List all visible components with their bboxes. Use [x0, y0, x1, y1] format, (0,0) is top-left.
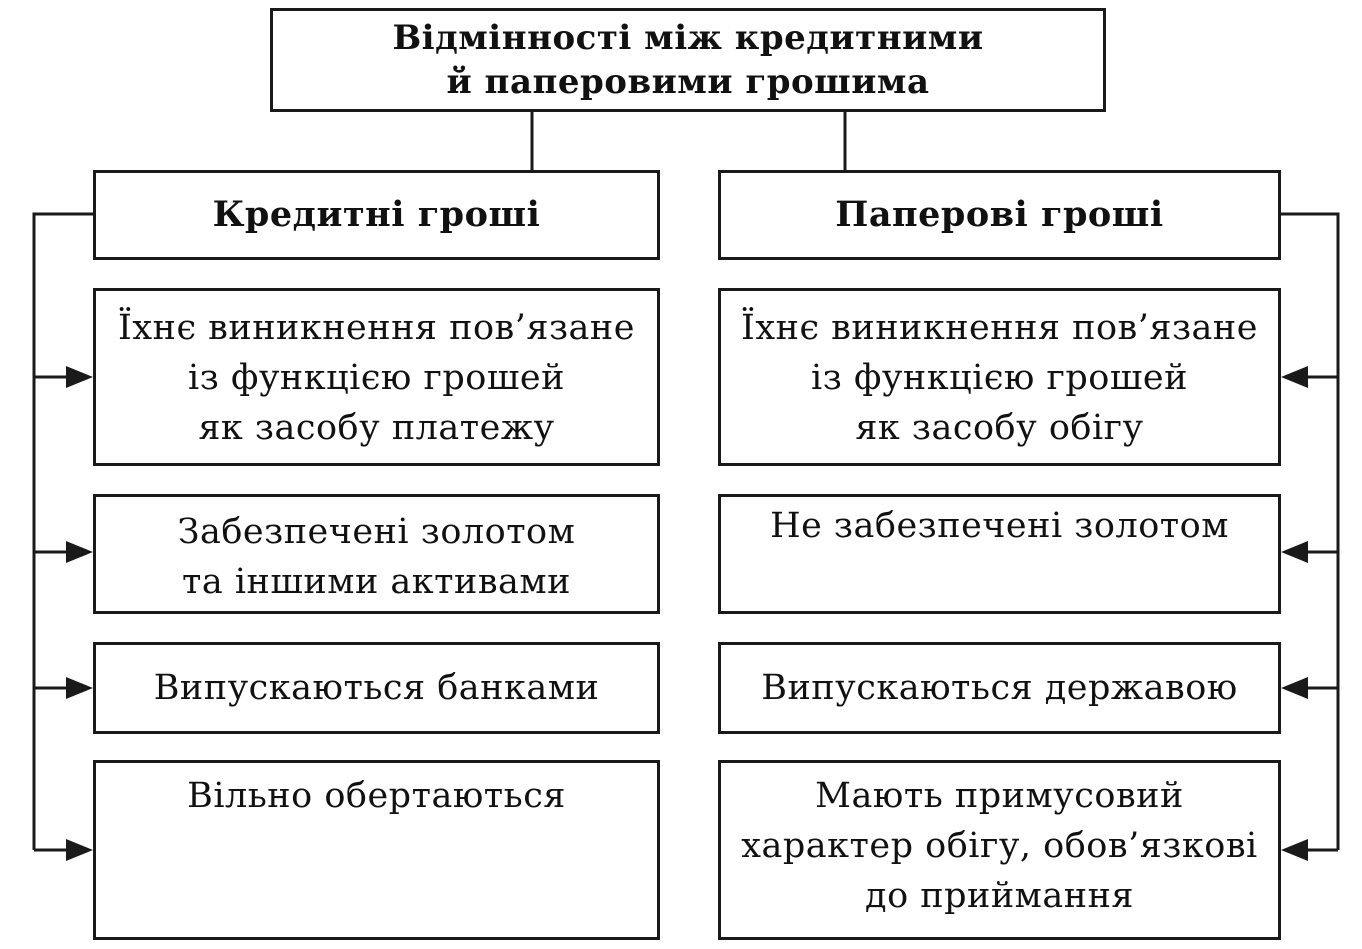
- paper-item-origin: Їхнє виникнення пов’язане із функцією гр…: [741, 308, 1258, 448]
- paper-item-box-issuer: Випускаються державою: [718, 642, 1281, 734]
- title-label: Відмінності між кредитними й паперовими …: [392, 18, 984, 102]
- right-arrowhead-1: [1281, 366, 1308, 388]
- title-box: Відмінності між кредитними й паперовими …: [270, 8, 1106, 112]
- credit-item-issuer: Випускаються банками: [153, 668, 600, 708]
- paper-money-header-box: Паперові гроші: [718, 170, 1281, 260]
- paper-item-box-backing: Не забезпечені золотом: [718, 494, 1281, 614]
- credit-item-circulation: Вільно обертаються: [187, 776, 566, 816]
- right-arrowhead-3: [1281, 677, 1308, 699]
- right-arrowhead-2: [1281, 541, 1308, 563]
- credit-item-box-origin: Їхнє виникнення пов’язане із функцією гр…: [93, 288, 660, 466]
- credit-money-header-box: Кредитні гроші: [93, 170, 660, 260]
- credit-item-backing: Забезпечені золотом та іншими активами: [177, 512, 576, 602]
- left-arrowhead-3: [66, 677, 93, 699]
- paper-item-circulation: Мають примусовий характер обігу, обов’яз…: [741, 776, 1258, 916]
- paper-money-header: Паперові гроші: [835, 194, 1164, 235]
- credit-item-box-circulation: Вільно обертаються: [93, 760, 660, 940]
- right-bracket-line: [1281, 212, 1340, 850]
- paper-item-box-circulation: Мають примусовий характер обігу, обов’яз…: [718, 760, 1281, 940]
- credit-item-origin: Їхнє виникнення пов’язане із функцією гр…: [118, 308, 635, 448]
- left-arrowhead-4: [66, 839, 93, 861]
- paper-item-issuer: Випускаються державою: [761, 668, 1238, 708]
- right-arrowhead-4: [1281, 839, 1308, 861]
- paper-item-backing: Не забезпечені золотом: [770, 506, 1229, 546]
- left-bracket-line: [32, 212, 93, 850]
- credit-item-box-issuer: Випускаються банками: [93, 642, 660, 734]
- left-arrowhead-2: [66, 541, 93, 563]
- left-arrowhead-1: [66, 366, 93, 388]
- credit-money-header: Кредитні гроші: [212, 194, 541, 235]
- credit-item-box-backing: Забезпечені золотом та іншими активами: [93, 494, 660, 614]
- paper-item-box-origin: Їхнє виникнення пов’язане із функцією гр…: [718, 288, 1281, 466]
